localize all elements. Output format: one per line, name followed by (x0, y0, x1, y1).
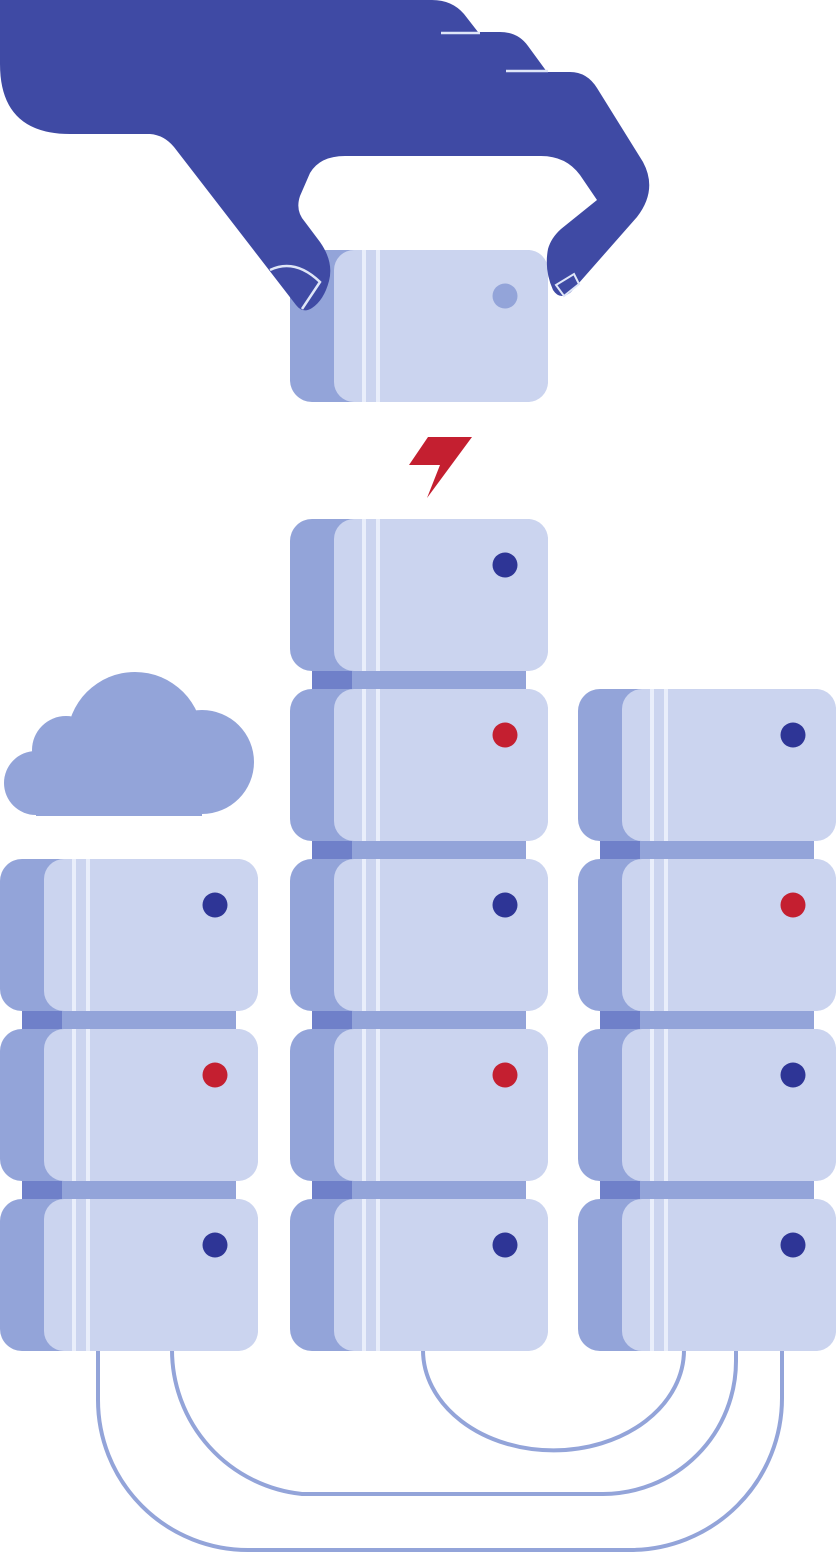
rack-center (290, 519, 548, 1351)
rack-connector-shadow (22, 1007, 62, 1033)
finger-nail (554, 272, 581, 298)
server-unit-stripe (664, 1029, 668, 1181)
server-unit-face (44, 1029, 258, 1181)
server-unit (578, 1199, 836, 1351)
cloud-icon (4, 672, 254, 816)
server-unit-stripe (362, 1199, 366, 1351)
status-led-icon (492, 1062, 518, 1088)
server-unit-face (334, 250, 548, 402)
cable (96, 1350, 784, 1552)
server-unit-stripe (664, 689, 668, 841)
server-unit-stripe (72, 1029, 76, 1181)
hand-shape (0, 0, 650, 311)
server-unit-stripe (362, 859, 366, 1011)
server-unit-face (334, 1029, 548, 1181)
cables (96, 1349, 784, 1552)
server-unit (0, 1199, 258, 1351)
server-unit-stripe (650, 1029, 654, 1181)
rack-connector-shadow (312, 667, 352, 693)
cable (170, 1349, 738, 1496)
server-unit-stripe (664, 1199, 668, 1351)
status-led-icon (492, 1232, 518, 1258)
rack-connector-shadow (600, 837, 640, 863)
rack-left (0, 859, 258, 1351)
status-led-icon (492, 283, 518, 309)
rack-connector-shadow (600, 1007, 640, 1033)
server-unit-stripe (72, 1199, 76, 1351)
status-led-icon (492, 892, 518, 918)
rack-connector-shadow (22, 1177, 62, 1203)
server-unit-stripe (376, 859, 380, 1011)
server-unit-stripe (376, 1199, 380, 1351)
rack-connector-shadow (312, 837, 352, 863)
server-unit-stripe (376, 519, 380, 671)
server-unit (578, 689, 836, 841)
hand-icon (0, 0, 650, 311)
server-unit-face (622, 859, 836, 1011)
server-unit-face (44, 859, 258, 1011)
rack-connector-shadow (312, 1177, 352, 1203)
status-led-icon (202, 1062, 228, 1088)
server-unit-face (334, 859, 548, 1011)
server-unit-face (334, 689, 548, 841)
server-unit-face (622, 1029, 836, 1181)
rack-connector-shadow (312, 1007, 352, 1033)
rack-right (578, 689, 836, 1351)
server-unit (290, 250, 548, 402)
server-racks (0, 519, 836, 1351)
server-unit (578, 1029, 836, 1181)
server-unit (290, 859, 548, 1011)
status-led-icon (202, 1232, 228, 1258)
server-unit-stripe (362, 250, 366, 402)
status-led-icon (780, 892, 806, 918)
server-unit-stripe (650, 859, 654, 1011)
server-unit-stripe (362, 689, 366, 841)
server-unit-stripe (86, 1029, 90, 1181)
server-unit-stripe (664, 859, 668, 1011)
server-unit (290, 1029, 548, 1181)
rack-connector-shadow (600, 1177, 640, 1203)
server-unit (290, 1199, 548, 1351)
server-unit (578, 859, 836, 1011)
server-unit-stripe (376, 250, 380, 402)
server-unit-stripe (650, 1199, 654, 1351)
server-unit-stripe (650, 689, 654, 841)
server-unit-stripe (72, 859, 76, 1011)
server-unit-stripe (86, 1199, 90, 1351)
server-unit-face (622, 1199, 836, 1351)
server-unit-stripe (86, 859, 90, 1011)
status-led-icon (492, 722, 518, 748)
lightning-bolt-icon (409, 437, 472, 498)
server-unit-stripe (362, 519, 366, 671)
server-unit (290, 689, 548, 841)
status-led-icon (202, 892, 228, 918)
status-led-icon (780, 722, 806, 748)
server-unit-face (334, 519, 548, 671)
removed-server (290, 250, 548, 402)
server-unit-stripe (362, 1029, 366, 1181)
server-unit-face (622, 689, 836, 841)
server-unit (290, 519, 548, 671)
thumb-nail (269, 264, 322, 310)
status-led-icon (780, 1232, 806, 1258)
server-unit (0, 859, 258, 1011)
server-unit-stripe (376, 1029, 380, 1181)
server-unit-face (44, 1199, 258, 1351)
cable (421, 1349, 686, 1453)
server-unit (0, 1029, 258, 1181)
status-led-icon (780, 1062, 806, 1088)
status-led-icon (492, 552, 518, 578)
server-unit-stripe (376, 689, 380, 841)
server-unit-face (334, 1199, 548, 1351)
